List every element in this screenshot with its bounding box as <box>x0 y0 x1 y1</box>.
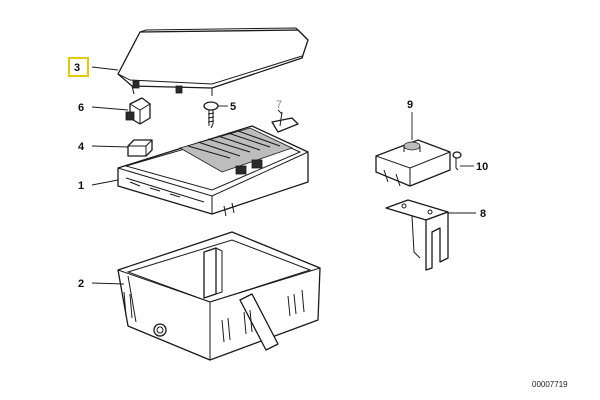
screw-part-5[interactable] <box>203 101 219 129</box>
fuse-row <box>178 127 294 173</box>
callout-10[interactable]: 10 <box>476 161 488 173</box>
relay-clip-part[interactable] <box>125 97 151 125</box>
bracket-part[interactable] <box>385 199 449 271</box>
relay-cover-part[interactable] <box>375 139 451 187</box>
callout-6[interactable]: 6 <box>78 102 84 114</box>
callout-9[interactable]: 9 <box>407 99 413 111</box>
callout-7[interactable]: 7 <box>276 99 282 111</box>
fuse-part[interactable] <box>127 139 153 157</box>
housing-part[interactable] <box>117 231 321 361</box>
bracket-clip-part[interactable] <box>271 111 299 133</box>
screw-part-10[interactable] <box>452 151 462 171</box>
cover-part[interactable] <box>117 27 309 96</box>
callout-1[interactable]: 1 <box>78 180 84 192</box>
drawing-number: 00007719 <box>532 380 568 389</box>
callout-8[interactable]: 8 <box>480 208 486 220</box>
callout-5[interactable]: 5 <box>230 101 236 113</box>
callout-2[interactable]: 2 <box>78 278 84 290</box>
callout-4[interactable]: 4 <box>78 141 85 153</box>
leader-lines <box>91 66 476 285</box>
callout-3[interactable]: 3 <box>74 62 80 74</box>
fuse-carrier-part[interactable] <box>117 125 309 217</box>
callout-3-highlight <box>68 57 89 77</box>
